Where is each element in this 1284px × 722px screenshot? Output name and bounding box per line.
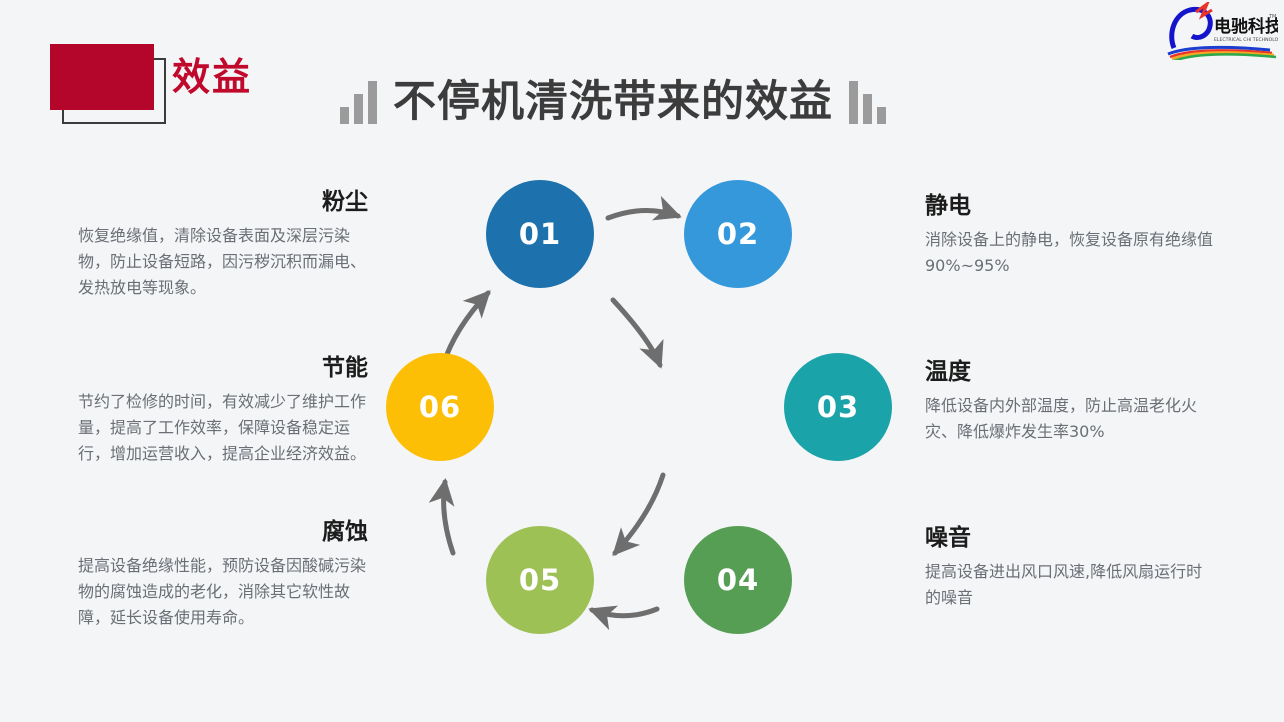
block-body-noise: 提高设备进出风口风速,降低风扇运行时的噪音	[925, 562, 1203, 607]
block-body-static: 消除设备上的静电，恢复设备原有绝缘值90%~95%	[925, 230, 1214, 275]
svg-text:ELECTRICAL CHI TECHNOLOGY: ELECTRICAL CHI TECHNOLOGY	[1214, 37, 1278, 43]
company-logo: 电驰科技 ELECTRICAL CHI TECHNOLOGY TM	[1166, 0, 1284, 63]
step-circle-04[interactable]: 04	[684, 526, 792, 634]
text-block-static: 静电 消除设备上的静电，恢复设备原有绝缘值90%~95%	[925, 186, 1215, 279]
block-heading-noise: 噪音	[925, 525, 971, 551]
step-circle-01[interactable]: 01	[486, 180, 594, 288]
text-block-temperature: 温度 降低设备内外部温度，防止高温老化火灾、降低爆炸发生率30%	[925, 352, 1215, 445]
cycle-diagram: 01 02 03 04 05 06	[360, 160, 900, 680]
ascending-bars-icon	[340, 80, 377, 124]
cycle-arrows	[428, 195, 682, 631]
step-circle-02[interactable]: 02	[684, 180, 792, 288]
block-heading-temperature: 温度	[925, 359, 971, 385]
step-circle-06[interactable]: 06	[386, 353, 494, 461]
page-title: 不停机清洗带来的效益	[393, 77, 833, 127]
block-body-corrosion: 提高设备绝缘性能，预防设备因酸碱污染物的腐蚀造成的老化，消除其它软性故障，延长设…	[78, 556, 367, 627]
text-block-noise: 噪音 提高设备进出风口风速,降低风扇运行时的噪音	[925, 518, 1215, 611]
text-block-energy: 节能 节约了检修的时间，有效减少了维护工作量，提高了工作效率，保障设备稳定运行，…	[78, 348, 368, 467]
block-heading-dust: 粉尘	[322, 189, 368, 215]
section-label: 效益	[172, 55, 253, 99]
block-heading-energy: 节能	[322, 355, 368, 381]
svg-text:TM: TM	[1268, 14, 1276, 20]
block-heading-static: 静电	[925, 193, 971, 219]
block-body-temperature: 降低设备内外部温度，防止高温老化火灾、降低爆炸发生率30%	[925, 396, 1198, 441]
text-block-dust: 粉尘 恢复绝缘值，清除设备表面及深层污染物，防止设备短路，因污秽沉积而漏电、发热…	[78, 182, 368, 301]
descending-bars-icon	[849, 80, 886, 124]
step-circle-05[interactable]: 05	[486, 526, 594, 634]
text-block-corrosion: 腐蚀 提高设备绝缘性能，预防设备因酸碱污染物的腐蚀造成的老化，消除其它软性故障，…	[78, 512, 368, 631]
block-body-dust: 恢复绝缘值，清除设备表面及深层污染物，防止设备短路，因污秽沉积而漏电、发热放电等…	[78, 226, 367, 297]
step-circle-03[interactable]: 03	[784, 353, 892, 461]
title-block: 不停机清洗带来的效益	[340, 62, 886, 124]
tag-red-box	[50, 44, 154, 110]
block-body-energy: 节约了检修的时间，有效减少了维护工作量，提高了工作效率，保障设备稳定运行，增加运…	[78, 392, 367, 463]
svg-text:电驰科技: 电驰科技	[1214, 16, 1278, 37]
section-tag-decoration	[50, 44, 170, 124]
block-heading-corrosion: 腐蚀	[322, 519, 368, 545]
